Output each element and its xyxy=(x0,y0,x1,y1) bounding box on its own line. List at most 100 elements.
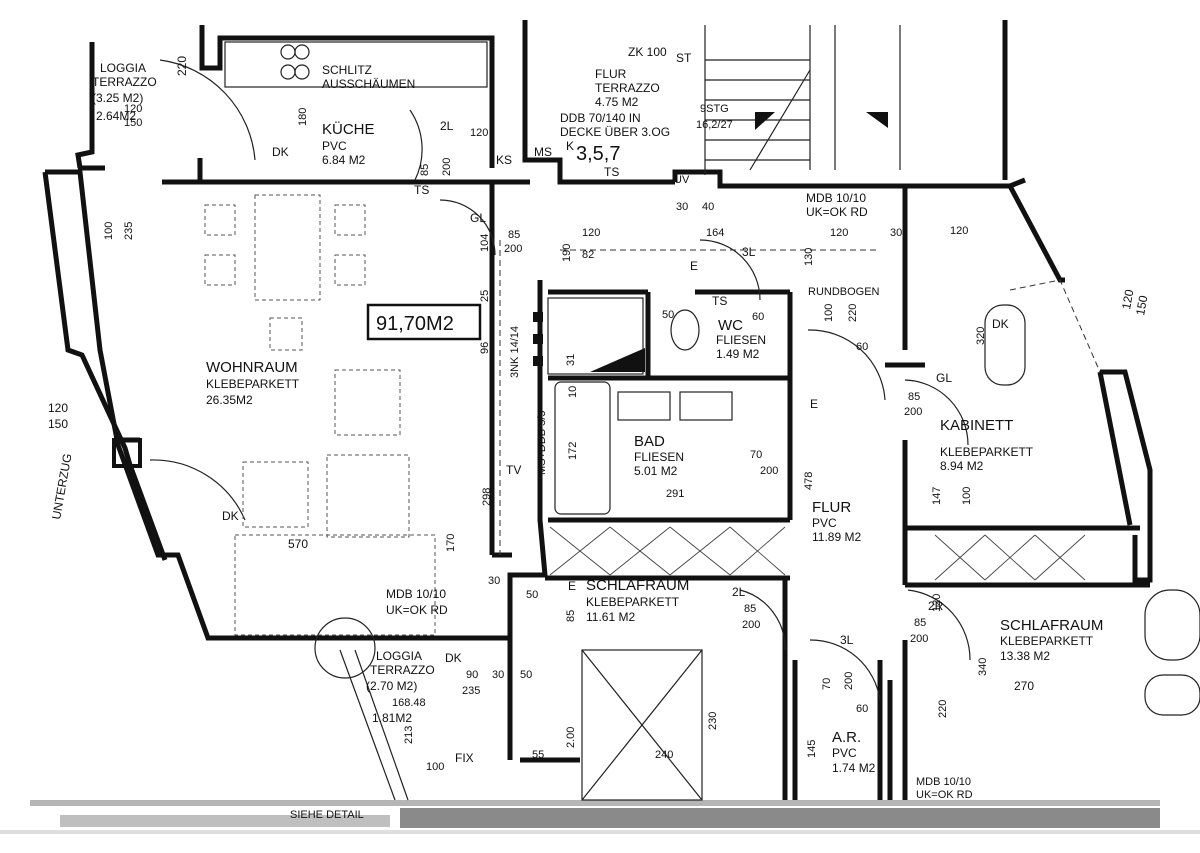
note-e-2: E xyxy=(810,397,818,411)
dim-82: 82 xyxy=(582,249,594,261)
dim-147: 147 xyxy=(931,487,943,505)
dim-85-sr2: 85 xyxy=(914,617,926,629)
ar-name: A.R. xyxy=(832,729,861,746)
schlafraum-2-floor: KLEBEPARKETT xyxy=(1000,634,1094,648)
note-ukok-3: UK=OK RD xyxy=(916,789,973,801)
note-msddb: MS+DDB 5/5 xyxy=(536,411,548,476)
dim-270: 270 xyxy=(1014,679,1034,693)
wohnraum-floor: KLEBEPARKETT xyxy=(206,377,300,391)
flur-pvc-floor: PVC xyxy=(812,516,837,530)
wohnraum-area: 26.35M2 xyxy=(206,393,253,407)
dim-40-flur: 40 xyxy=(702,201,714,213)
dim-50-loggia: 50 xyxy=(520,669,532,681)
flur-pvc-name: FLUR xyxy=(812,499,851,516)
loggia-top-area2: 2.64M2 xyxy=(96,109,136,123)
dim-85-kueche: 85 xyxy=(419,164,431,176)
schlafraum-2-name: SCHLAFRAUM xyxy=(1000,617,1103,634)
dim-570: 570 xyxy=(288,537,308,551)
dim-164: 164 xyxy=(706,227,724,239)
note-mdb-2: MDB 10/10 xyxy=(386,587,446,601)
room-labels: LOGGIA TERRAZZO (3.25 M2) 2.64M2 KÜCHE P… xyxy=(92,61,1103,775)
dim-50-wc: 50 xyxy=(662,309,674,321)
dim-120-bay-right: 120 xyxy=(1119,288,1136,310)
note-dk-1: DK xyxy=(272,145,289,159)
loggia-bottom-area2: 1.81M2 xyxy=(372,711,412,725)
dim-150-loggia: 150 xyxy=(124,117,142,129)
note-fix: FIX xyxy=(455,751,474,765)
schlafraum-1-floor: KLEBEPARKETT xyxy=(586,595,680,609)
dim-291: 291 xyxy=(666,488,684,500)
dim-220-loggia: 220 xyxy=(175,56,189,76)
dim-478: 478 xyxy=(803,472,815,490)
dim-230: 230 xyxy=(707,712,719,730)
kueche-area: 6.84 M2 xyxy=(322,153,366,167)
note-code: 3,5,7 xyxy=(576,143,620,165)
furniture xyxy=(204,194,436,636)
note-gl-2: GL xyxy=(936,371,952,385)
note-tv: TV xyxy=(506,463,521,477)
note-schlitz: SCHLITZ xyxy=(322,63,372,77)
dim-2r: 2R xyxy=(928,599,944,613)
dim-85-kab: 85 xyxy=(908,391,920,403)
dim-240: 240 xyxy=(655,749,673,761)
dim-50-mdb: 50 xyxy=(526,589,538,601)
dim-120-loggia: 120 xyxy=(124,103,142,115)
note-ts-2: TS xyxy=(604,165,619,179)
note-ts-1: TS xyxy=(414,183,429,197)
dimensions: 220 120 150 180 2L 120 85 200 100 235 12… xyxy=(48,56,1150,773)
kabinett-name: KABINETT xyxy=(940,417,1013,434)
loggia-top-name: LOGGIA xyxy=(100,61,146,75)
dim-320: 320 xyxy=(975,327,987,345)
note-mdb-3: MDB 10/10 xyxy=(916,776,971,788)
note-e-3: E xyxy=(568,579,576,593)
note-stg: 9STG xyxy=(700,103,729,115)
dim-200-flur: 200 xyxy=(504,243,522,255)
dim-3l-flur: 3L xyxy=(742,245,756,259)
loggia-bottom-area1: (2.70 M2) xyxy=(366,679,417,693)
dim-180: 180 xyxy=(297,108,309,126)
dim-10-bad: 10 xyxy=(567,386,579,398)
dim-60-wc: 60 xyxy=(752,311,764,323)
dim-85-flur: 85 xyxy=(508,229,520,241)
dim-70-bad: 70 xyxy=(750,449,762,461)
total-area-box xyxy=(366,303,482,341)
note-mdb-1: MDB 10/10 xyxy=(806,191,866,205)
dim-85-sr1-left: 85 xyxy=(565,610,577,622)
note-unterzug: UNTERZUG xyxy=(49,452,74,520)
dim-120-sr2: 120 xyxy=(931,594,943,612)
note-e-1: E xyxy=(690,259,698,273)
dim-120-rd: 120 xyxy=(830,227,848,239)
dim-100-left: 100 xyxy=(103,222,115,240)
dim-85-sr1: 85 xyxy=(744,603,756,615)
dim-150-bay-left: 150 xyxy=(48,417,68,431)
schlafraum-2-area: 13.38 M2 xyxy=(1000,649,1050,663)
note-ukok-2: UK=OK RD xyxy=(386,603,448,617)
dim-340: 340 xyxy=(977,658,989,676)
schlafraum-1-name: SCHLAFRAUM xyxy=(586,577,689,594)
loggia-top-sub: TERRAZZO xyxy=(92,75,157,89)
kabinett-floor: KLEBEPARKETT xyxy=(940,445,1034,459)
note-gl-1: GL xyxy=(470,211,486,225)
dim-30-loggia: 30 xyxy=(492,669,504,681)
dim-130: 130 xyxy=(803,248,815,266)
dim-235-left: 235 xyxy=(123,222,135,240)
dim-70-ar: 70 xyxy=(821,678,833,690)
dim-200-kueche: 200 xyxy=(441,158,453,176)
dim-120-flur: 120 xyxy=(582,227,600,239)
note-detail: SIEHE DETAIL xyxy=(290,809,364,821)
loggia-top-area1: (3.25 M2) xyxy=(92,91,143,105)
dim-30-rd: 30 xyxy=(890,227,902,239)
dim-3l-ar: 3L xyxy=(840,633,854,647)
flur-terrazzo-floor: TERRAZZO xyxy=(595,81,660,95)
dim-220-rd: 220 xyxy=(847,304,859,322)
dim-55: 55 xyxy=(532,749,544,761)
ar-floor: PVC xyxy=(832,746,857,760)
loggia-bottom-name: LOGGIA xyxy=(376,649,422,663)
dim-60-rd: 60 xyxy=(856,341,868,353)
note-zk: ZK 100 xyxy=(628,45,667,59)
dim-100-kab: 100 xyxy=(961,487,973,505)
dim-2l-sr1: 2L xyxy=(732,585,746,599)
dim-200-sr1: 200 xyxy=(742,619,760,631)
bad-area: 5.01 M2 xyxy=(634,464,678,478)
kabinett-area: 8.94 M2 xyxy=(940,459,984,473)
